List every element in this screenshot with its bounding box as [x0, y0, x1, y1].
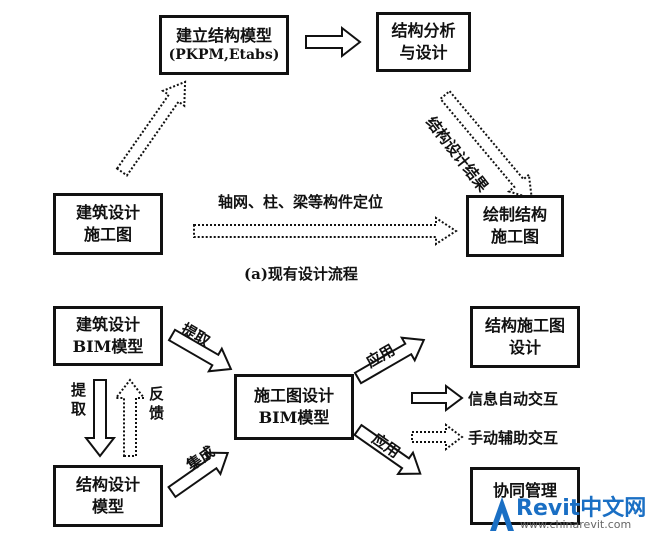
- struct-drawing-box: 结构施工图 设计: [470, 306, 580, 368]
- arrow-model-to-analysis: [305, 25, 362, 59]
- axis-label: 轴网、柱、梁等构件定位: [218, 193, 384, 211]
- struct-model-box-line1: 结构设计: [75, 475, 140, 495]
- draw-box-line2: 施工图: [490, 227, 539, 246]
- center-box: 施工图设计 BIM模型: [234, 374, 354, 440]
- arch-bim-box-line1: 建筑设计: [75, 315, 140, 335]
- watermark-url: www.chinarevit.com: [520, 518, 632, 531]
- arch-box-line1: 建筑设计: [75, 203, 140, 223]
- analysis-box-line2: 与设计: [399, 43, 448, 62]
- manual-interaction-label: 手动辅助交互: [468, 429, 559, 447]
- arrow-center-to-struct-drawing: [353, 336, 426, 385]
- draw-box-line1: 绘制结构: [482, 205, 547, 225]
- caption: (a)现有设计流程: [244, 265, 358, 283]
- center-box-line1: 施工图设计: [253, 386, 334, 406]
- center-box-line2: BIM模型: [258, 408, 330, 427]
- struct-model-box: 结构设计 模型: [53, 465, 163, 527]
- struct-drawing-box-line2: 设计: [508, 338, 541, 357]
- legend-solid-arrow: [411, 384, 464, 412]
- arrow-analysis-to-draw: [438, 89, 533, 200]
- auto-interaction-label: 信息自动交互: [468, 390, 559, 408]
- watermark-brand: Revit中文网: [516, 496, 647, 521]
- arch-bim-box-line2: BIM模型: [72, 337, 144, 356]
- arch-bim-box: 建筑设计 BIM模型: [53, 306, 163, 366]
- arrow-arch-bim-to-center: [167, 328, 233, 373]
- model-box: 建立结构模型 (PKPM,Etabs): [159, 15, 289, 75]
- draw-box: 绘制结构 施工图: [466, 195, 564, 257]
- cooperation-box: 协同管理: [470, 467, 580, 525]
- analysis-box-line1: 结构分析: [391, 21, 456, 41]
- feedback-label: 反馈: [147, 386, 165, 424]
- arrow-feedback-up: [113, 378, 147, 457]
- cooperation-box-line1: 协同管理: [492, 481, 557, 500]
- revit-logo-icon: [490, 497, 514, 531]
- arrow-arch-to-model: [115, 80, 187, 177]
- arrow-struct-model-to-center: [167, 451, 230, 499]
- legend-dotted-arrow: [411, 423, 464, 451]
- arch-box-line2: 施工图: [83, 225, 132, 244]
- struct-drawing-box-line1: 结构施工图: [484, 316, 565, 336]
- struct-model-box-line2: 模型: [91, 497, 124, 516]
- model-box-line1: 建立结构模型: [175, 25, 272, 45]
- analysis-box: 结构分析 与设计: [376, 12, 471, 72]
- arch-box: 建筑设计 施工图: [53, 193, 163, 255]
- arrow-center-to-cooperation: [353, 423, 422, 475]
- arrow-extract-down: [83, 379, 117, 458]
- arrow-arch-to-draw: [193, 216, 458, 246]
- extract-label-left: 提取: [69, 382, 87, 420]
- model-box-line2: (PKPM,Etabs): [168, 47, 280, 64]
